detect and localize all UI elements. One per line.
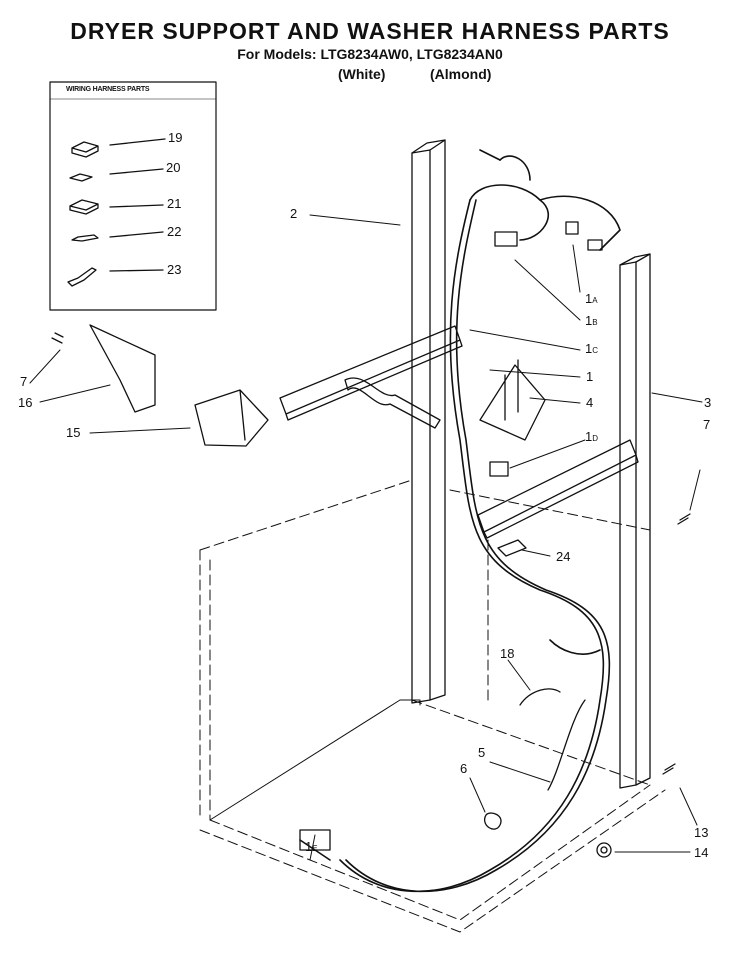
- callout-13: 13: [694, 825, 709, 840]
- models-line: For Models: LTG8234AW0, LTG8234AN0: [237, 46, 503, 62]
- screws: [51, 332, 691, 858]
- wiring-harness-box: [49, 81, 217, 311]
- callout-22: 22: [167, 224, 182, 239]
- callout-6: 6: [460, 761, 468, 776]
- callout-20: 20: [166, 160, 181, 175]
- wiring-leader-arrows: [109, 138, 166, 272]
- connector-1c: [494, 231, 518, 247]
- upper-brace-left: [279, 325, 463, 421]
- callout-18: 18: [500, 646, 515, 661]
- callout-23: 23: [167, 262, 182, 277]
- callout-21: 21: [167, 196, 182, 211]
- part-18: [519, 688, 561, 706]
- callout-1a: 1A: [585, 291, 598, 306]
- cabinet-outline: [199, 479, 666, 933]
- base-tray: [209, 699, 421, 821]
- left-upright: [411, 139, 446, 704]
- callout-14: 14: [694, 845, 709, 860]
- callout-1b: 1B: [585, 313, 598, 328]
- connector-1d: [489, 461, 509, 477]
- color-almond-label: (Almond): [430, 66, 492, 82]
- callout-7-left: 7: [20, 374, 28, 389]
- callout-3: 3: [704, 395, 712, 410]
- part-6: [484, 812, 502, 830]
- callout-1d: 1D: [585, 429, 599, 444]
- connector-1a: [587, 239, 603, 251]
- callout-5: 5: [478, 745, 486, 760]
- color-white-label: (White): [338, 66, 386, 82]
- connector-1e: [299, 829, 331, 851]
- callout-1e: 1E: [305, 839, 318, 854]
- callout-1: 1: [586, 369, 594, 384]
- callout-4: 4: [586, 395, 594, 410]
- page-title: DRYER SUPPORT AND WASHER HARNESS PARTS: [70, 18, 670, 44]
- wiring-box-title: WIRING HARNESS PARTS: [66, 86, 150, 93]
- callout-19: 19: [168, 130, 183, 145]
- part-24: [497, 539, 527, 557]
- callout-16: 16: [18, 395, 33, 410]
- callout-2: 2: [290, 206, 298, 221]
- center-brace: [344, 377, 441, 429]
- connector-1b: [565, 221, 579, 235]
- lower-brace-right: [477, 439, 639, 539]
- callout-7-right: 7: [703, 417, 711, 432]
- wire-harness: [299, 149, 621, 893]
- callout-24: 24: [556, 549, 571, 564]
- right-upright: [619, 253, 651, 789]
- callout-15: 15: [66, 425, 81, 440]
- callout-leaders: [29, 214, 703, 861]
- part-5: [547, 699, 586, 791]
- wiring-parts-icons: [67, 141, 99, 287]
- part-16-bracket: [89, 324, 156, 413]
- part-15-bracket: [194, 389, 269, 447]
- callout-1c: 1C: [585, 341, 599, 356]
